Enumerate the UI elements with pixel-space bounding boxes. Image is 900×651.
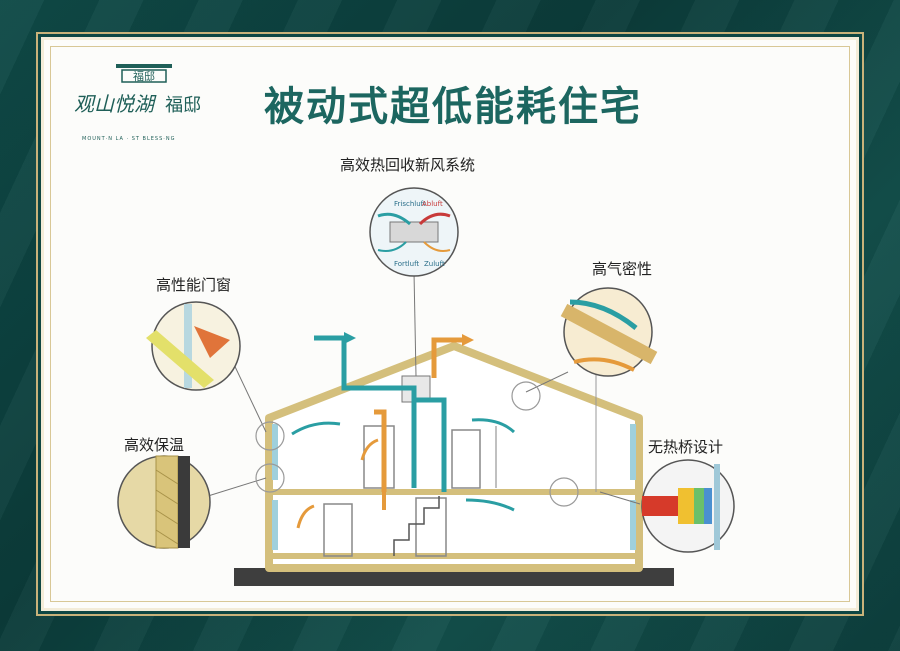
brand-logo: 福邸 观山悦湖 福邸 MOUNT·N LA · ST BLESS·NG	[74, 62, 254, 142]
logo-mark-text: 福邸	[133, 69, 155, 83]
fresh-air-duct	[314, 335, 417, 488]
lower-door-left	[323, 503, 353, 557]
ground-slab	[234, 568, 674, 586]
highlight-window	[255, 421, 285, 451]
highlight-thermal-bridge	[549, 477, 579, 507]
logo-sub: 福邸	[165, 95, 202, 116]
hx-label-out: Fortluft	[394, 260, 419, 268]
upper-door-right	[451, 429, 481, 489]
hx-label-exhaust: Abluft	[422, 200, 443, 208]
callout-windows-detail	[146, 301, 241, 391]
staircase	[393, 496, 440, 556]
passive-house-diagram: Frischluft Abluft Fortluft Zuluft	[117, 187, 735, 586]
label-airtight: 高气密性	[592, 260, 653, 278]
exhaust-return-duct	[374, 409, 387, 492]
label-thermal-bridge: 无热桥设计	[648, 438, 724, 456]
fresh-in-arrow-icon	[344, 332, 356, 344]
airflow-lower-right	[465, 498, 515, 512]
logo-emblem-icon: 福邸	[116, 64, 172, 83]
callout-insulation-detail	[117, 455, 211, 549]
leader-thermal-bridge	[599, 491, 641, 505]
label-insulation: 高效保温	[124, 436, 185, 454]
leader-insulation	[207, 477, 267, 497]
callout-thermal-bridge-detail	[641, 459, 735, 553]
page-title: 被动式超低能耗住宅	[264, 84, 642, 130]
left-lower-window	[272, 500, 278, 550]
label-windows: 高性能门窗	[156, 276, 232, 294]
left-upper-window	[272, 424, 278, 480]
card-inner-frame	[50, 46, 850, 602]
logo-name-row: 观山悦湖 福邸	[74, 88, 201, 117]
hx-label-supply: Zuluft	[424, 260, 445, 268]
lower-door-right	[415, 497, 447, 557]
highlight-insulation	[255, 463, 285, 493]
right-lower-window	[630, 500, 636, 550]
airflow-lower-left	[296, 504, 315, 529]
leader-ventilation	[413, 271, 417, 377]
supply-duct	[416, 397, 447, 492]
content-card: 福邸 观山悦湖 福邸 MOUNT·N LA · ST BLESS·NG 被动式超…	[44, 40, 856, 608]
right-upper-window	[630, 424, 636, 480]
logo-name: 观山悦湖	[74, 92, 154, 116]
logo-tagline: MOUNT·N LA · ST BLESS·NG	[82, 136, 176, 142]
airflow-upper-left	[291, 421, 341, 436]
airflow-upper-mid	[360, 438, 379, 461]
exhaust-out-duct	[431, 337, 462, 378]
airflow-upper-right	[471, 418, 516, 434]
hx-label-fresh: Frischluft	[394, 200, 426, 208]
label-ventilation: 高效热回收新风系统	[340, 156, 476, 174]
exhaust-out-arrow-icon	[462, 334, 474, 346]
highlight-airtight	[511, 381, 541, 411]
house-outline	[265, 342, 643, 572]
callout-airtight-detail	[560, 287, 658, 377]
leader-airtight	[525, 371, 569, 393]
callout-ventilation-detail: Frischluft Abluft Fortluft Zuluft	[369, 187, 459, 277]
leader-windows	[229, 355, 267, 433]
